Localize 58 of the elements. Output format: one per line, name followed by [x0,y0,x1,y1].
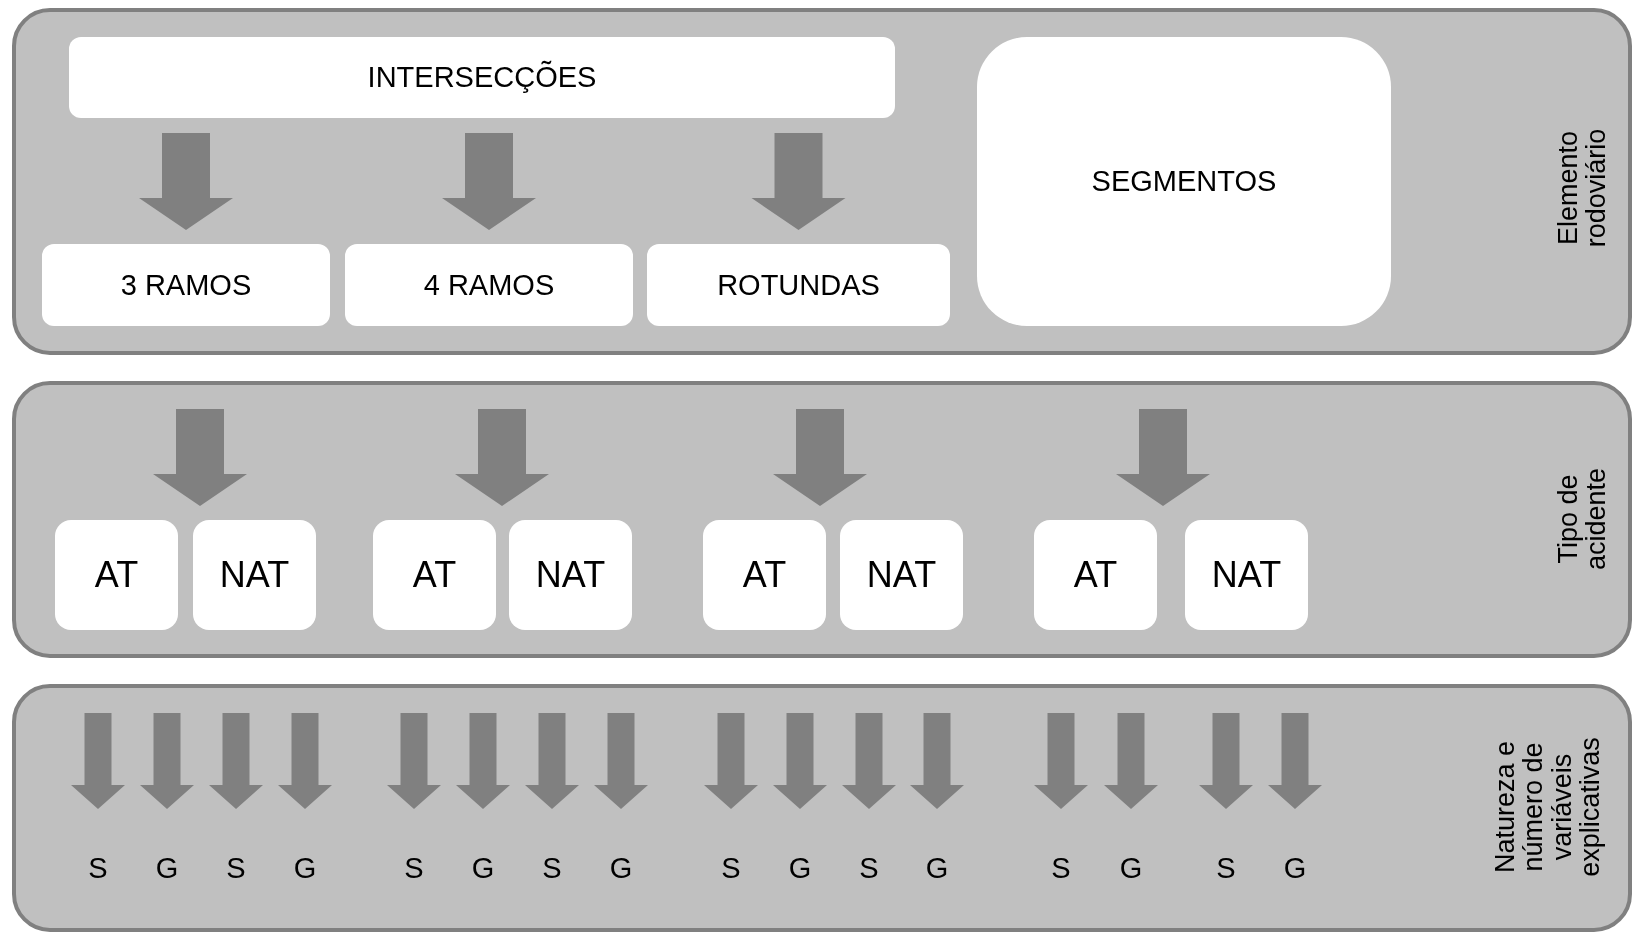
label-box: NAT [193,520,316,630]
block-arrow [704,713,758,809]
letter-label: S [218,848,254,888]
block-arrow [442,133,536,230]
side-label: Natureza e número de variáveis explicativas [1491,736,1605,879]
label-box: INTERSECÇÕES [69,37,895,118]
label-box: AT [703,520,826,630]
letter-label: S [396,848,432,888]
label-box: AT [1034,520,1157,630]
letter-label: S [713,848,749,888]
label-box: NAT [509,520,632,630]
block-arrow [209,713,263,809]
block-arrow [751,133,846,230]
block-arrow [1268,713,1322,809]
letter-label: G [603,848,639,888]
label-box: ROTUNDAS [647,244,950,326]
letter-label: S [534,848,570,888]
label-box: NAT [1185,520,1308,630]
letter-label: G [287,848,323,888]
side-label: Tipo de acidente [1553,466,1611,573]
label-box: AT [373,520,496,630]
block-arrow [1104,713,1158,809]
label-box: 3 RAMOS [42,244,330,326]
block-arrow [594,713,648,809]
letter-label: G [149,848,185,888]
block-arrow [153,409,247,506]
letter-label: G [1277,848,1313,888]
letter-label: S [1208,848,1244,888]
letter-label: S [1043,848,1079,888]
label-box: AT [55,520,178,630]
block-arrow [773,713,827,809]
block-arrow [1034,713,1088,809]
label-box: 4 RAMOS [345,244,633,326]
letter-label: G [782,848,818,888]
block-arrow [842,713,896,809]
letter-label: G [465,848,501,888]
block-arrow [387,713,441,809]
block-arrow [1116,409,1210,506]
label-box: NAT [840,520,963,630]
block-arrow [140,713,194,809]
block-arrow [910,713,964,809]
block-arrow [71,713,125,809]
block-arrow [278,713,332,809]
block-arrow [773,409,867,506]
letter-label: G [919,848,955,888]
block-arrow [139,133,233,230]
panel [12,381,1632,658]
block-arrow [1199,713,1253,809]
side-label: Elemento rodoviário [1553,127,1611,250]
panel [12,684,1632,932]
block-arrow [456,713,510,809]
letter-label: S [80,848,116,888]
panel [12,8,1632,355]
label-box: SEGMENTOS [977,37,1391,326]
block-arrow [455,409,549,506]
block-arrow [525,713,579,809]
letter-label: S [851,848,887,888]
letter-label: G [1113,848,1149,888]
